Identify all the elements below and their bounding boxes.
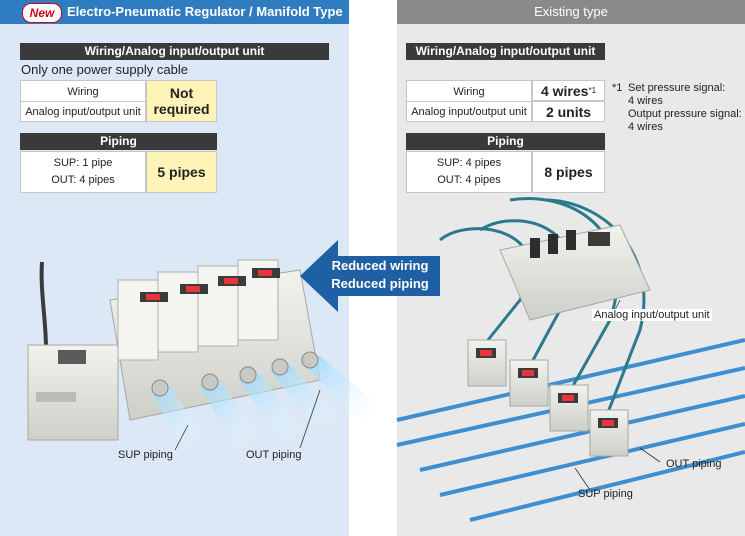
existing-analog-value: 2 units bbox=[532, 101, 605, 122]
existing-wiring-section-title: Wiring/Analog input/output unit bbox=[406, 43, 605, 60]
manifold-panel: New Electro-Pneumatic Regulator / Manifo… bbox=[0, 0, 349, 536]
piping-total-value: 5 pipes bbox=[146, 151, 217, 193]
four-wires-value: 4 wires bbox=[540, 82, 589, 99]
wiring-row-label: Wiring bbox=[67, 86, 99, 98]
manifold-header: New Electro-Pneumatic Regulator / Manifo… bbox=[0, 0, 349, 24]
analog-unit-label: Analog input/output unit bbox=[592, 309, 712, 321]
existing-wiring-value: 4 wires*1 bbox=[532, 80, 605, 101]
existing-piping-label-box bbox=[406, 151, 532, 193]
reduction-arrow bbox=[300, 240, 440, 312]
sup-pipe-count: SUP: 1 pipe bbox=[53, 157, 113, 169]
existing-analog-row-label: Analog input/output unit bbox=[411, 106, 527, 118]
analog-unit-row-label: Analog input/output unit bbox=[25, 106, 141, 118]
existing-piping-section-title: Piping bbox=[406, 133, 605, 150]
manifold-title: Electro-Pneumatic Regulator / Manifold T… bbox=[67, 4, 343, 19]
existing-out-count: OUT: 4 pipes bbox=[437, 174, 501, 186]
reduced-wiring-label: Reduced wiring bbox=[331, 258, 429, 273]
existing-sup-count: SUP: 4 pipes bbox=[436, 157, 502, 169]
footnote-line-2: 4 wires bbox=[628, 95, 663, 107]
sup-piping-label: SUP piping bbox=[118, 449, 173, 461]
existing-header: Existing type bbox=[397, 0, 745, 24]
new-badge: New bbox=[22, 3, 62, 23]
existing-wiring-row-label: Wiring bbox=[453, 86, 485, 98]
existing-sup-piping-label: SUP piping bbox=[578, 488, 633, 500]
footnote-mark: *1 bbox=[612, 82, 623, 94]
footnote-line-1: Set pressure signal: bbox=[628, 82, 726, 94]
piping-section-title: Piping bbox=[20, 133, 217, 150]
out-pipe-count: OUT: 4 pipes bbox=[51, 174, 115, 186]
reduced-piping-label: Reduced piping bbox=[331, 276, 429, 291]
row-divider bbox=[20, 101, 146, 102]
footnote-line-3: Output pressure signal: bbox=[628, 108, 742, 120]
existing-piping-total: 8 pipes bbox=[532, 151, 605, 193]
reduction-text: Reduced wiring Reduced piping bbox=[324, 257, 436, 293]
existing-out-piping-label: OUT piping bbox=[666, 458, 722, 470]
existing-row-divider bbox=[406, 101, 605, 102]
existing-illustration bbox=[396, 197, 745, 522]
power-supply-note: Only one power supply cable bbox=[21, 62, 188, 77]
piping-label-box bbox=[20, 151, 146, 193]
footnote-line-4: 4 wires bbox=[628, 121, 663, 133]
value-required: required bbox=[153, 101, 210, 117]
manifold-illustration bbox=[27, 259, 385, 451]
footnote-ref: *1 bbox=[588, 85, 597, 95]
value-not: Not bbox=[169, 85, 194, 101]
wiring-section-title: Wiring/Analog input/output unit bbox=[20, 43, 329, 60]
out-piping-label: OUT piping bbox=[246, 449, 302, 461]
wiring-value-cell: Not required bbox=[146, 80, 217, 122]
